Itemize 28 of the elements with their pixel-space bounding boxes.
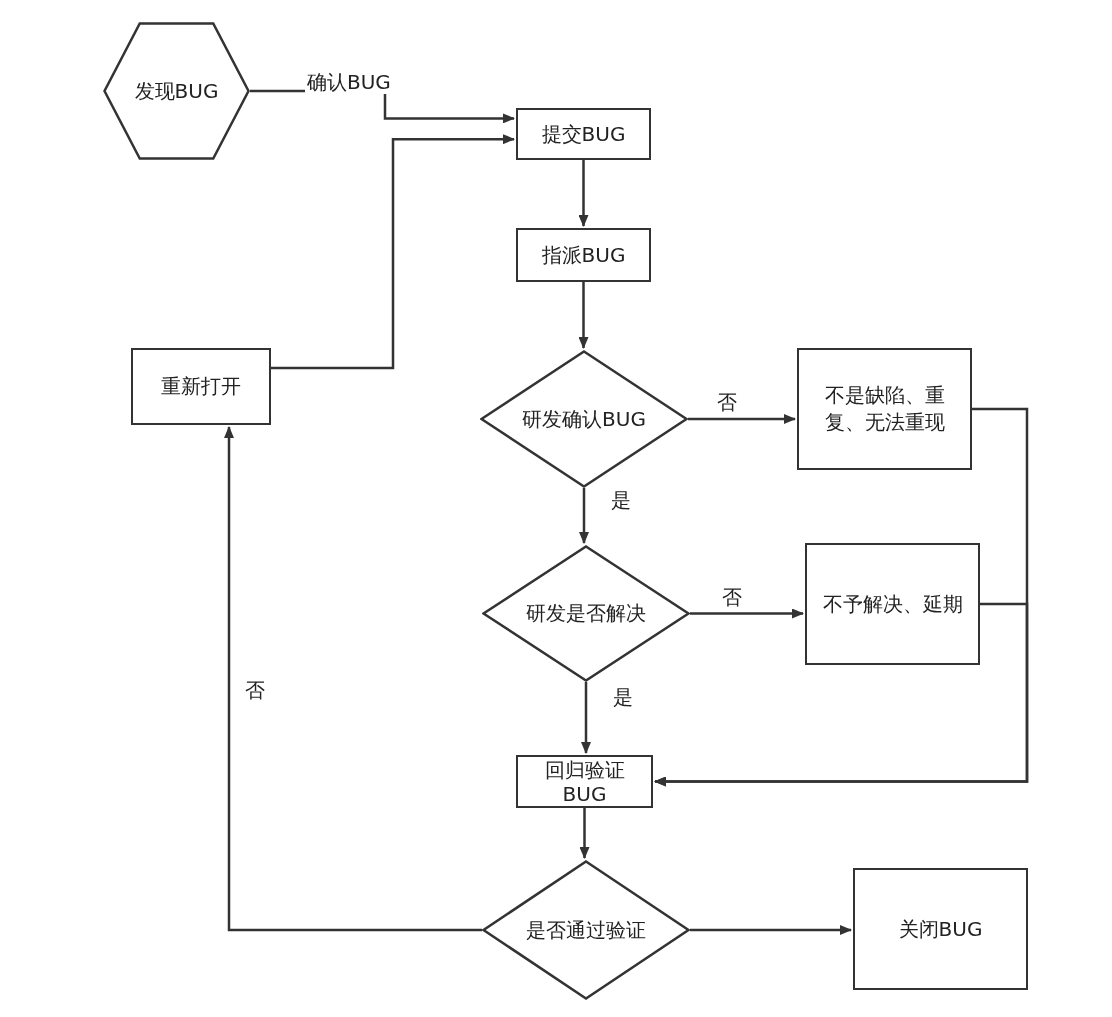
decision-diamond: 研发确认BUG: [480, 350, 688, 488]
process-box: 提交BUG: [516, 108, 651, 160]
start-hexagon: 发现BUG: [103, 22, 250, 160]
arrow: [690, 925, 852, 935]
arrow: [579, 488, 589, 544]
arrow: [654, 602, 1029, 787]
process-box: 不予解决、延期: [805, 543, 980, 665]
arrow: [271, 134, 515, 370]
process-box: 关闭BUG: [853, 868, 1028, 990]
decision-diamond: 是否通过验证: [482, 860, 690, 1000]
edge-label: 否: [720, 585, 744, 609]
arrow: [578, 160, 589, 227]
decision-diamond: 研发是否解决: [482, 545, 690, 682]
process-box: 回归验证BUG: [516, 755, 653, 808]
arrow: [688, 414, 796, 424]
process-box: 重新打开: [131, 348, 271, 425]
arrow: [224, 426, 482, 932]
arrow: [690, 608, 804, 619]
process-box: 指派BUG: [516, 228, 651, 282]
edge-label: 确认BUG: [305, 70, 393, 94]
process-box: 不是缺陷、重复、无法重现: [797, 348, 972, 470]
arrow: [578, 282, 589, 349]
arrow: [579, 808, 590, 859]
edge-label: 否: [243, 678, 267, 702]
edge-label: 否: [715, 390, 739, 414]
edge-label: 是: [611, 685, 635, 709]
arrow: [581, 682, 591, 754]
edge-label: 是: [609, 488, 633, 512]
